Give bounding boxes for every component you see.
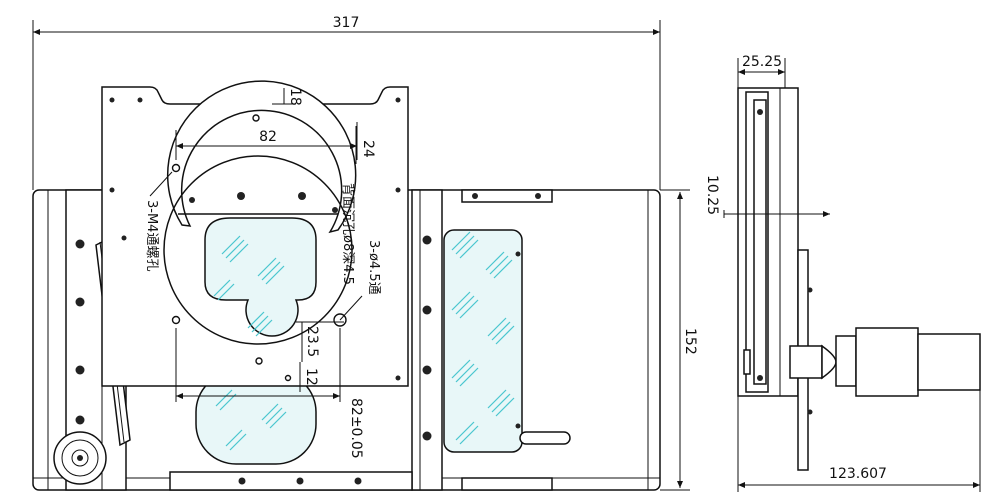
svg-text:3-M4通螺孔: 3-M4通螺孔 (144, 200, 159, 271)
dim-side-width: 25.25 (737, 54, 786, 88)
svg-text:123.607: 123.607 (829, 466, 887, 482)
handle (519, 431, 571, 445)
dim-overall-width: 317 (32, 15, 661, 190)
svg-text:12: 12 (303, 368, 319, 386)
dim-12: 12 (299, 362, 319, 392)
svg-text:24: 24 (360, 140, 376, 158)
svg-text:10.25: 10.25 (704, 175, 720, 215)
bottom-rail (169, 471, 413, 491)
dim-18: 18 (272, 88, 303, 106)
dim-height: 152 (660, 189, 698, 491)
svg-text:152: 152 (682, 328, 698, 355)
dim-side-offset: 10.25 (704, 175, 830, 218)
svg-text:3-ø4.5通: 3-ø4.5通 (366, 240, 381, 295)
glass-keyhole (204, 217, 347, 337)
note-tap-holes: 3-M4通螺孔 (144, 171, 173, 271)
dim-82-top: 82 (175, 122, 358, 160)
svg-text:25.25: 25.25 (742, 54, 782, 70)
svg-text:82±0.05: 82±0.05 (348, 398, 364, 459)
right-slide-frame (411, 189, 553, 491)
dim-24: 24 (355, 126, 376, 164)
plate-holes (171, 114, 292, 382)
svg-text:18: 18 (287, 88, 303, 106)
dim-82-tolerance: 82±0.05 (175, 328, 364, 459)
dim-side-total: 123.607 (737, 390, 981, 492)
dim-23-5: 23.5 (296, 321, 344, 362)
svg-text:23.5: 23.5 (304, 326, 320, 357)
svg-text:82: 82 (259, 129, 277, 145)
note-counterbore: 背面沉孔ø8深4.5 3-ø4.5通 (339, 183, 381, 321)
dim-317-label: 317 (333, 15, 360, 31)
svg-text:背面沉孔ø8深4.5: 背面沉孔ø8深4.5 (340, 183, 355, 285)
glass-panel-right (443, 229, 523, 453)
center-opening (163, 80, 357, 345)
roller (53, 431, 107, 485)
side-view (737, 87, 981, 471)
